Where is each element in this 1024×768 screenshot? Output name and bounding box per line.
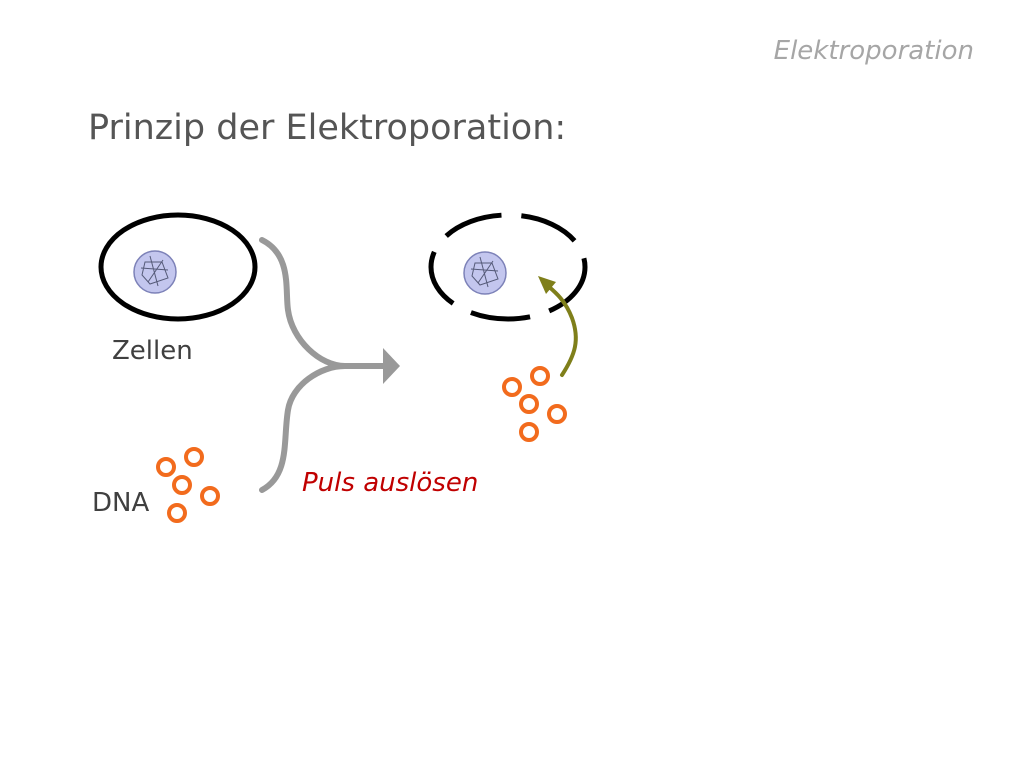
- combine-arrow-icon: [259, 237, 400, 493]
- porated-membrane: [428, 212, 588, 322]
- slide-title: Prinzip der Elektroporation:: [88, 108, 567, 148]
- dna-group-left: [156, 447, 220, 523]
- intact-cell: [98, 212, 258, 322]
- nucleus-icon: [463, 251, 507, 295]
- cell-membrane: [98, 212, 258, 322]
- header-title: Elektroporation: [773, 36, 974, 66]
- dna-molecule-icon: [156, 457, 176, 477]
- dna-molecule-icon: [502, 377, 522, 397]
- dna-molecule-icon: [200, 486, 220, 506]
- cells-label: Zellen: [112, 336, 193, 366]
- dna-molecule-icon: [519, 422, 539, 442]
- nucleus-icon: [133, 250, 177, 294]
- dna-molecule-icon: [519, 394, 539, 414]
- porated-cell: [428, 212, 588, 322]
- pulse-label: Puls auslösen: [302, 468, 479, 498]
- dna-molecule-icon: [172, 475, 192, 495]
- dna-molecule-icon: [167, 503, 187, 523]
- dna-molecule-icon: [530, 366, 550, 386]
- dna-group-right: [502, 366, 567, 442]
- dna-molecule-icon: [547, 404, 567, 424]
- dna-label: DNA: [92, 488, 150, 518]
- uptake-arrow-icon: [538, 276, 578, 377]
- dna-molecule-icon: [184, 447, 204, 467]
